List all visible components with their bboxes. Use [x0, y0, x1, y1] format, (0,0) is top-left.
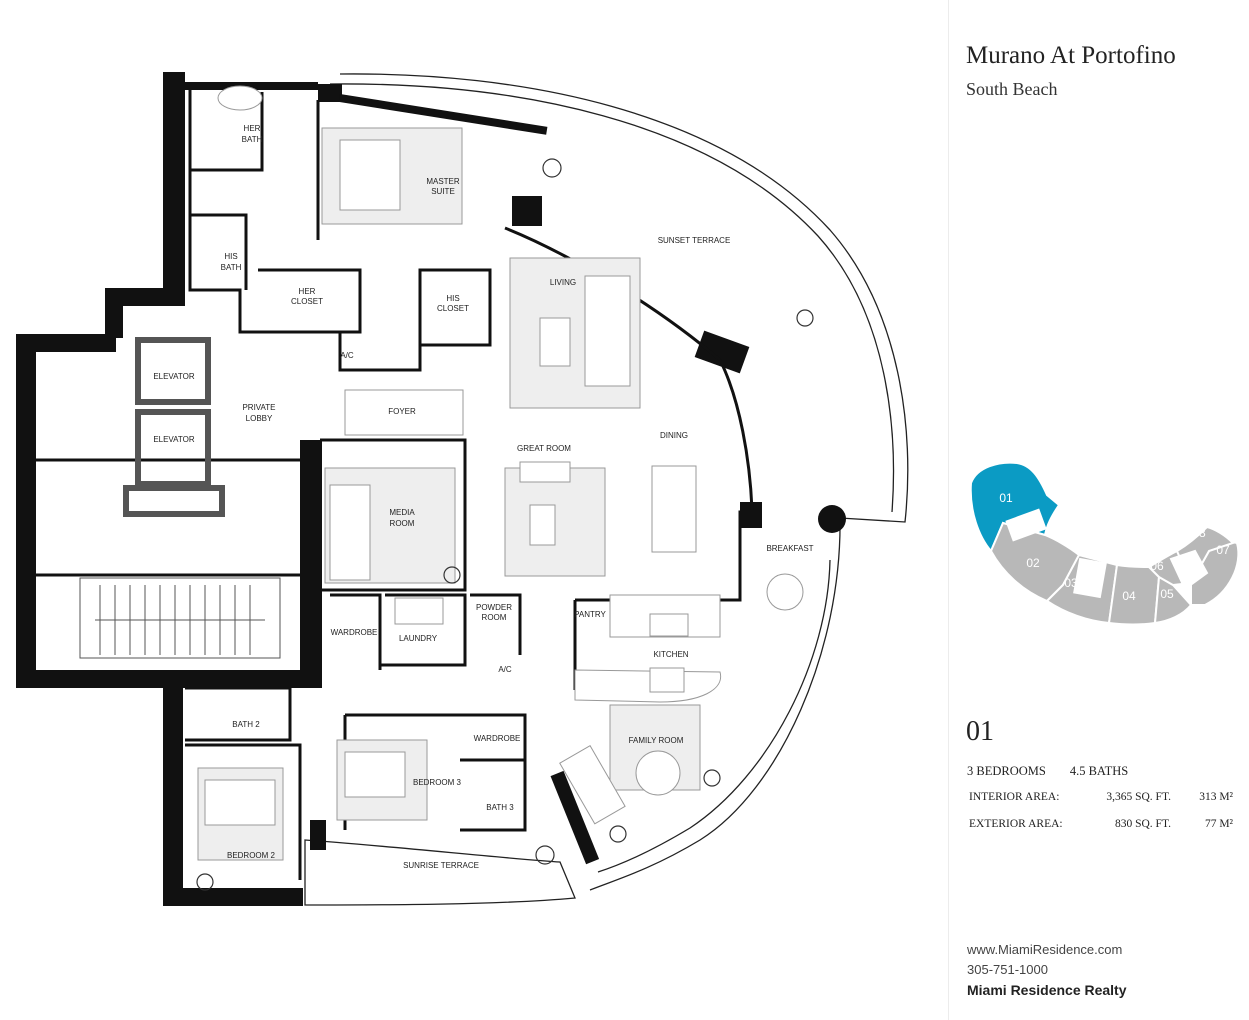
label-bath-2: BATH 2 [232, 720, 260, 729]
exterior-area-m2: 77 M² [1204, 818, 1233, 830]
label-wardrobe-2: WARDROBE [474, 734, 521, 743]
key-core-07 [1169, 549, 1209, 591]
svg-text:SUITE: SUITE [431, 187, 455, 196]
panel-divider [948, 0, 949, 1020]
label-great-room: GREAT ROOM [517, 444, 571, 453]
key-label-04: 04 [1122, 589, 1136, 603]
label-bath-3: BATH 3 [486, 803, 514, 812]
label-private-lobby-2: LOBBY [246, 414, 273, 423]
label-his-bath-2: BATH [221, 263, 242, 272]
svg-text:MEDIA: MEDIA [389, 508, 415, 517]
building-subtitle: South Beach [966, 79, 1058, 99]
company-name: Miami Residence Realty [967, 982, 1127, 998]
label-media-room-2: ROOM [390, 519, 415, 528]
svg-text:LOBBY: LOBBY [246, 414, 273, 423]
exterior-area-label: EXTERIOR AREA: [969, 818, 1063, 830]
room-labels: HER BATH MASTER SUITE HIS BATH HER CLOSE… [153, 124, 813, 870]
key-label-01: 01 [999, 491, 1013, 505]
label-her-closet-2: CLOSET [291, 297, 323, 306]
key-core-01 [1005, 508, 1047, 542]
interior-area-m2: 313 M² [1199, 791, 1233, 803]
key-label-03: 03 [1064, 576, 1078, 590]
label-powder-room-1: POWDER [476, 603, 512, 612]
baths-count: 4.5 BATHS [1069, 764, 1129, 778]
label-powder-room-2: ROOM [482, 613, 507, 622]
label-kitchen: KITCHEN [653, 650, 688, 659]
label-pantry: PANTRY [574, 610, 606, 619]
website-link[interactable]: www.MiamiResidence.com [967, 942, 1123, 957]
svg-text:HER: HER [299, 287, 316, 296]
label-master-suite-2: SUITE [431, 187, 455, 196]
interior-area-label: INTERIOR AREA: [969, 791, 1060, 803]
label-his-closet-2: CLOSET [437, 304, 469, 313]
building-title: Murano At Portofino [966, 42, 1176, 69]
exterior-area-sqft: 830 SQ. FT. [1114, 818, 1171, 830]
label-sunset-terrace: SUNSET TERRACE [658, 236, 731, 245]
plant-markers [196, 158, 814, 891]
label-master-suite-1: MASTER [426, 177, 460, 186]
svg-text:BATH: BATH [221, 263, 242, 272]
label-bedroom-3: BEDROOM 3 [413, 778, 462, 787]
outer-arcs [304, 73, 909, 906]
label-elevator-2: ELEVATOR [153, 435, 195, 444]
unit-rooms: 3 BEDROOMS 4.5 BATHS [967, 764, 1152, 779]
bedrooms-count: 3 BEDROOMS [967, 764, 1046, 778]
interior-walls [36, 90, 760, 880]
key-unit-05 [1153, 575, 1193, 625]
label-dining: DINING [660, 431, 688, 440]
label-living: LIVING [550, 278, 576, 287]
label-ac-1: A/C [340, 351, 354, 360]
label-her-closet-1: HER [299, 287, 316, 296]
key-label-06: 06 [1150, 559, 1164, 573]
label-his-bath-1: HIS [224, 252, 237, 261]
label-his-closet-1: HIS [446, 294, 459, 303]
walls [16, 72, 846, 906]
label-bedroom-2: BEDROOM 2 [227, 851, 276, 860]
interior-area-sqft: 3,365 SQ. FT. [1106, 791, 1171, 803]
unit-number: 01 [966, 716, 994, 747]
elevator-shafts [123, 337, 225, 517]
label-her-bath-1: HER [244, 124, 261, 133]
furniture [197, 85, 804, 861]
svg-text:HIS: HIS [224, 252, 237, 261]
label-her-bath-2: BATH [242, 135, 263, 144]
label-media-room-1: MEDIA [389, 508, 415, 517]
label-private-lobby-1: PRIVATE [242, 403, 275, 412]
key-label-08: 08 [1192, 526, 1206, 540]
key-label-05: 05 [1160, 587, 1174, 601]
key-label-02: 02 [1026, 556, 1040, 570]
key-core-03 [1073, 557, 1107, 599]
svg-text:ROOM: ROOM [482, 613, 507, 622]
svg-text:PRIVATE: PRIVATE [242, 403, 275, 412]
label-foyer: FOYER [388, 407, 416, 416]
svg-text:CLOSET: CLOSET [291, 297, 323, 306]
svg-text:HIS: HIS [446, 294, 459, 303]
label-sunrise-terrace: SUNRISE TERRACE [403, 861, 479, 870]
key-plan: 01 02 03 04 05 06 07 08 [969, 461, 1240, 626]
svg-text:BATH: BATH [242, 135, 263, 144]
svg-text:HER: HER [244, 124, 261, 133]
label-family-room: FAMILY ROOM [629, 736, 684, 745]
svg-text:CLOSET: CLOSET [437, 304, 469, 313]
label-laundry: LAUNDRY [399, 634, 438, 643]
floor-plan: HER BATH MASTER SUITE HIS BATH HER CLOSE… [16, 72, 909, 906]
key-label-07: 07 [1216, 543, 1230, 557]
label-elevator-1: ELEVATOR [153, 372, 195, 381]
stairs [79, 577, 281, 659]
label-ac-2: A/C [498, 665, 512, 674]
phone-number: 305-751-1000 [967, 962, 1048, 977]
svg-text:MASTER: MASTER [426, 177, 460, 186]
info-panel: Murano At Portofino South Beach 01 02 03… [949, 0, 1249, 1020]
svg-text:POWDER: POWDER [476, 603, 512, 612]
label-wardrobe-1: WARDROBE [331, 628, 378, 637]
label-breakfast: BREAKFAST [766, 544, 813, 553]
svg-text:ROOM: ROOM [390, 519, 415, 528]
